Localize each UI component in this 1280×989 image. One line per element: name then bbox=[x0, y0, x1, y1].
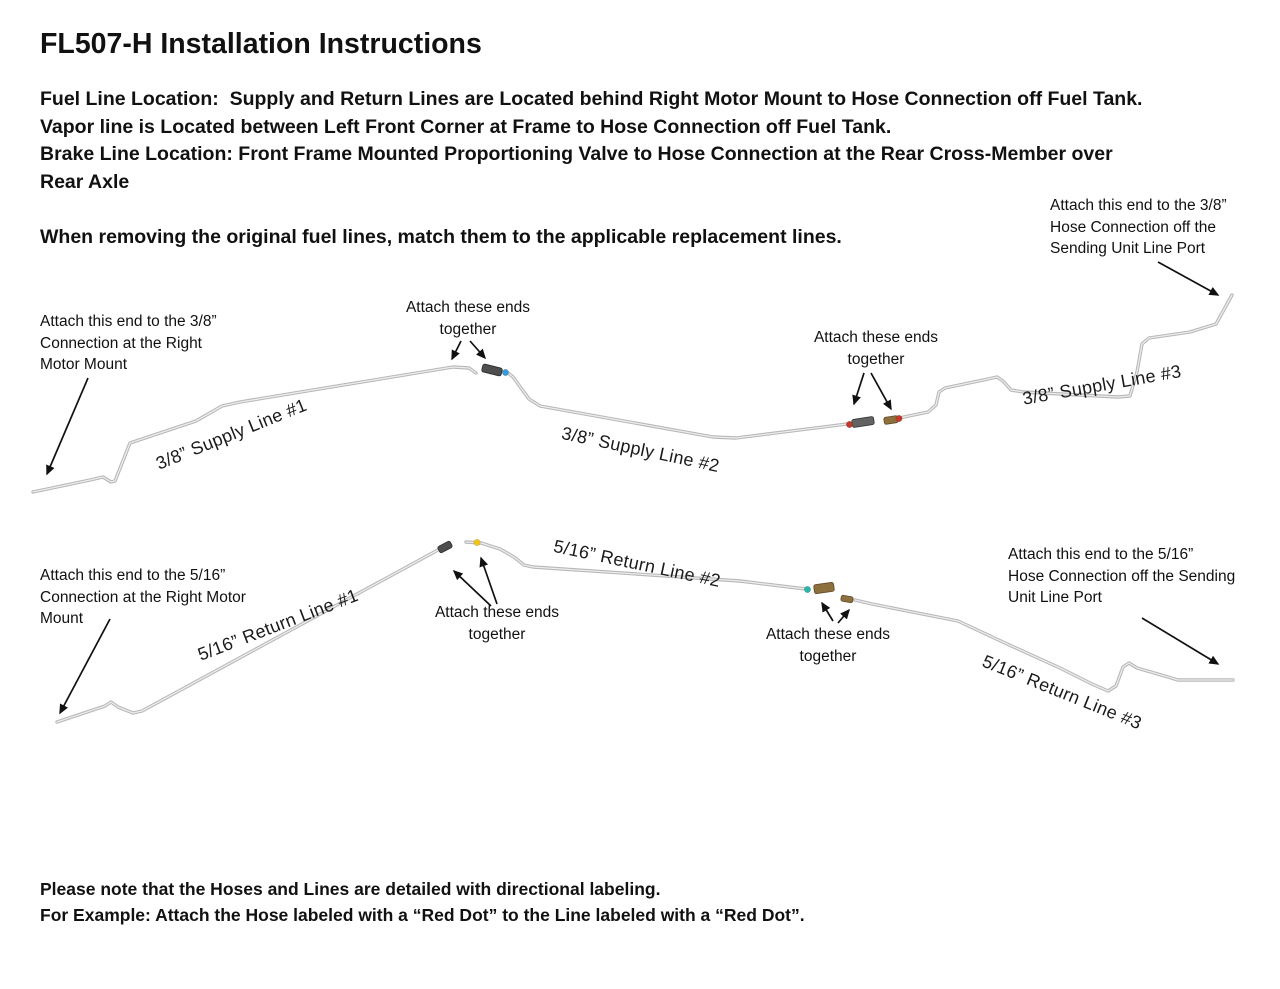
return-annotation-join2: Attach these ends together bbox=[765, 626, 891, 665]
red-dot-line bbox=[895, 415, 903, 422]
page-title: FL507-H Installation Instructions bbox=[40, 28, 482, 60]
return-annotation-right: Attach this end to the 5/16” Hose Connec… bbox=[1008, 546, 1236, 606]
return-annotation-left: Attach this end to the 5/16” Connection … bbox=[40, 567, 246, 627]
return-hose-fitting-middle bbox=[813, 582, 835, 594]
arrow-supply-join2-a bbox=[852, 372, 865, 406]
supply-hose-fitting-left bbox=[481, 363, 503, 377]
arrow-return-join2-b bbox=[837, 608, 850, 624]
return-line-3-tube bbox=[853, 598, 1235, 693]
yellow-dot bbox=[473, 539, 481, 546]
return-annotation-join1: Attach these ends together bbox=[434, 604, 560, 643]
arrow-return-right-end bbox=[1141, 617, 1220, 665]
supply-annotation-join2: Attach these ends together bbox=[813, 329, 939, 368]
directional-labeling-note: Please note that the Hoses and Lines are… bbox=[40, 879, 805, 925]
removal-note: When removing the original fuel lines, m… bbox=[40, 226, 842, 248]
location-paragraph: Fuel Line Location: Supply and Return Li… bbox=[40, 88, 1143, 193]
supply-annotation-right: Attach this end to the 3/8” Hose Connect… bbox=[1050, 197, 1227, 257]
arrow-supply-join1-b bbox=[469, 340, 486, 360]
teal-dot bbox=[804, 586, 811, 593]
return-line-1-tube bbox=[55, 548, 440, 724]
supply-line-3-tube bbox=[897, 293, 1234, 420]
red-dot-hose bbox=[846, 421, 853, 428]
return-line-2-tube bbox=[464, 540, 808, 591]
arrow-supply-right-end bbox=[1157, 261, 1220, 296]
arrow-supply-join2-b bbox=[870, 372, 892, 411]
arrow-return-join1-a bbox=[452, 569, 492, 607]
supply-annotation-join1: Attach these ends together bbox=[405, 299, 531, 338]
supply-line-2-tube bbox=[506, 371, 849, 440]
arrow-return-join1-b bbox=[479, 556, 498, 605]
supply-line-1-tube bbox=[31, 365, 478, 494]
return-line1-end-fitting bbox=[437, 540, 453, 554]
blue-dot bbox=[502, 369, 509, 376]
arrow-return-join2-a bbox=[821, 601, 834, 622]
arrow-supply-join1-a bbox=[451, 340, 462, 361]
arrow-return-left-end bbox=[59, 618, 111, 715]
return-line3-start-fitting bbox=[840, 594, 854, 604]
arrow-supply-left-end bbox=[46, 377, 89, 476]
supply-hose-fitting-middle bbox=[851, 416, 875, 428]
supply-annotation-left: Attach this end to the 3/8” Connection a… bbox=[40, 313, 217, 373]
